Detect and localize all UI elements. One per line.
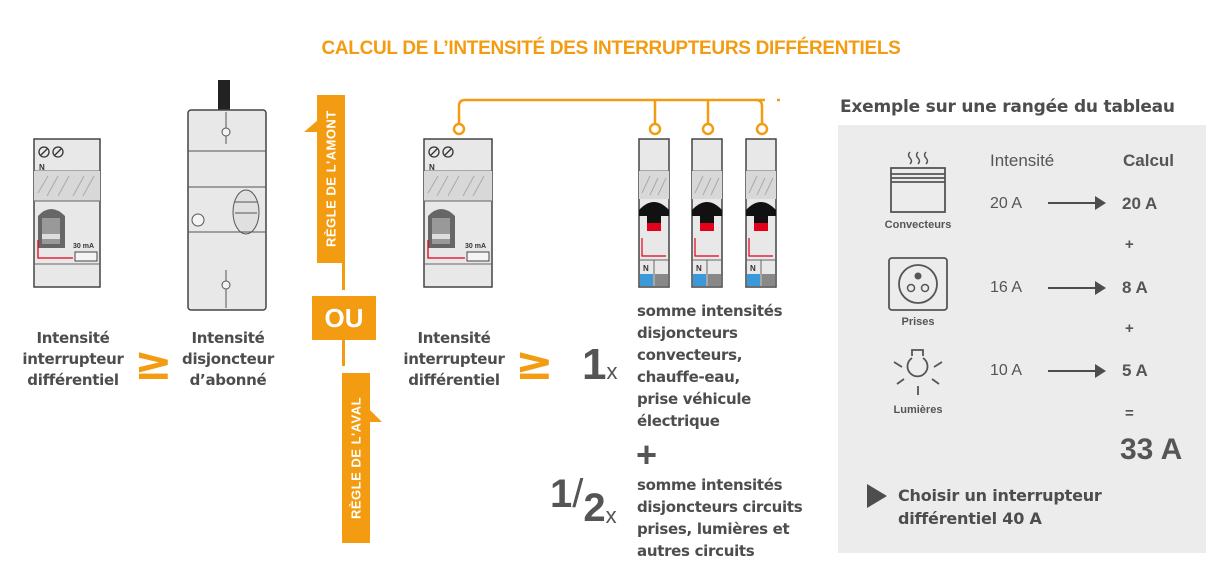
term2-description: somme intensités disjoncteurs circuits p… (637, 476, 803, 560)
rcd-device-illustration: N 30 mA (33, 138, 101, 288)
terminal-n-label: N (39, 163, 45, 172)
downstream-rule-tag: RÈGLE DE L'AVAL (342, 373, 370, 543)
or-badge: OU (312, 296, 376, 340)
circuit-breakers-illustration: N (638, 138, 777, 288)
socket-icon (888, 257, 948, 311)
wiring-connector (452, 98, 780, 136)
downstream-left-label: Intensité interrupteur différentiel (403, 329, 505, 389)
row-label: Prises (901, 316, 935, 328)
row-label: Lumières (893, 404, 943, 416)
rating-label: 30 mA (73, 243, 94, 250)
plus-sign: + (636, 434, 658, 475)
row-intensity: 16 A (990, 279, 1023, 296)
arrow-icon (1048, 196, 1106, 210)
greater-equal-symbol: ≥ (134, 336, 173, 390)
svg-text:N: N (429, 163, 435, 172)
divider-line-top (342, 260, 345, 290)
subscriber-breaker-illustration (187, 80, 267, 311)
upstream-left-label: Intensité interrupteur différentiel (22, 329, 124, 389)
page-title: CALCUL DE L’INTENSITÉ DES INTERRUPTEURS … (321, 38, 901, 59)
total-value: 33 A (1120, 433, 1183, 466)
greater-equal-symbol: ≥ (515, 336, 554, 390)
row-intensity: 10 A (990, 362, 1023, 379)
plus-operator: + (1125, 320, 1134, 337)
rcd-device-illustration: N 30 mA (423, 138, 493, 288)
svg-text:30 mA: 30 mA (465, 243, 486, 250)
divider-line-bottom (342, 336, 345, 366)
play-triangle-icon (867, 484, 887, 508)
upstream-tag-pointer (304, 120, 318, 132)
light-icon (893, 349, 943, 395)
example-title: Exemple sur une rangée du tableau (840, 97, 1175, 117)
row-intensity: 20 A (990, 195, 1023, 212)
arrow-icon (1048, 281, 1106, 295)
example-panel (838, 125, 1206, 553)
arrow-icon (1048, 364, 1106, 378)
downstream-tag-pointer (370, 410, 382, 422)
row-calc: 20 A (1122, 194, 1158, 213)
conclusion-text: Choisir un interrupteur différentiel 40 … (898, 486, 1102, 528)
term2-coefficient: 1/2x (550, 472, 617, 530)
row-label: Convecteurs (884, 219, 952, 231)
term1-coefficient: 1x (582, 340, 618, 389)
equals-operator: = (1125, 405, 1134, 422)
upstream-rule-tag: RÈGLE DE L'AMONT (317, 95, 345, 263)
row-calc: 5 A (1122, 361, 1148, 380)
calc-column-header: Calcul (1123, 151, 1175, 170)
upstream-right-label: Intensité disjoncteur d’abonné (182, 329, 274, 389)
row-calc: 8 A (1122, 278, 1148, 297)
plus-operator: + (1125, 236, 1134, 253)
intensity-column-header: Intensité (990, 151, 1055, 170)
convector-icon (890, 151, 946, 213)
term1-description: somme intensités disjoncteurs convecteur… (637, 302, 783, 430)
